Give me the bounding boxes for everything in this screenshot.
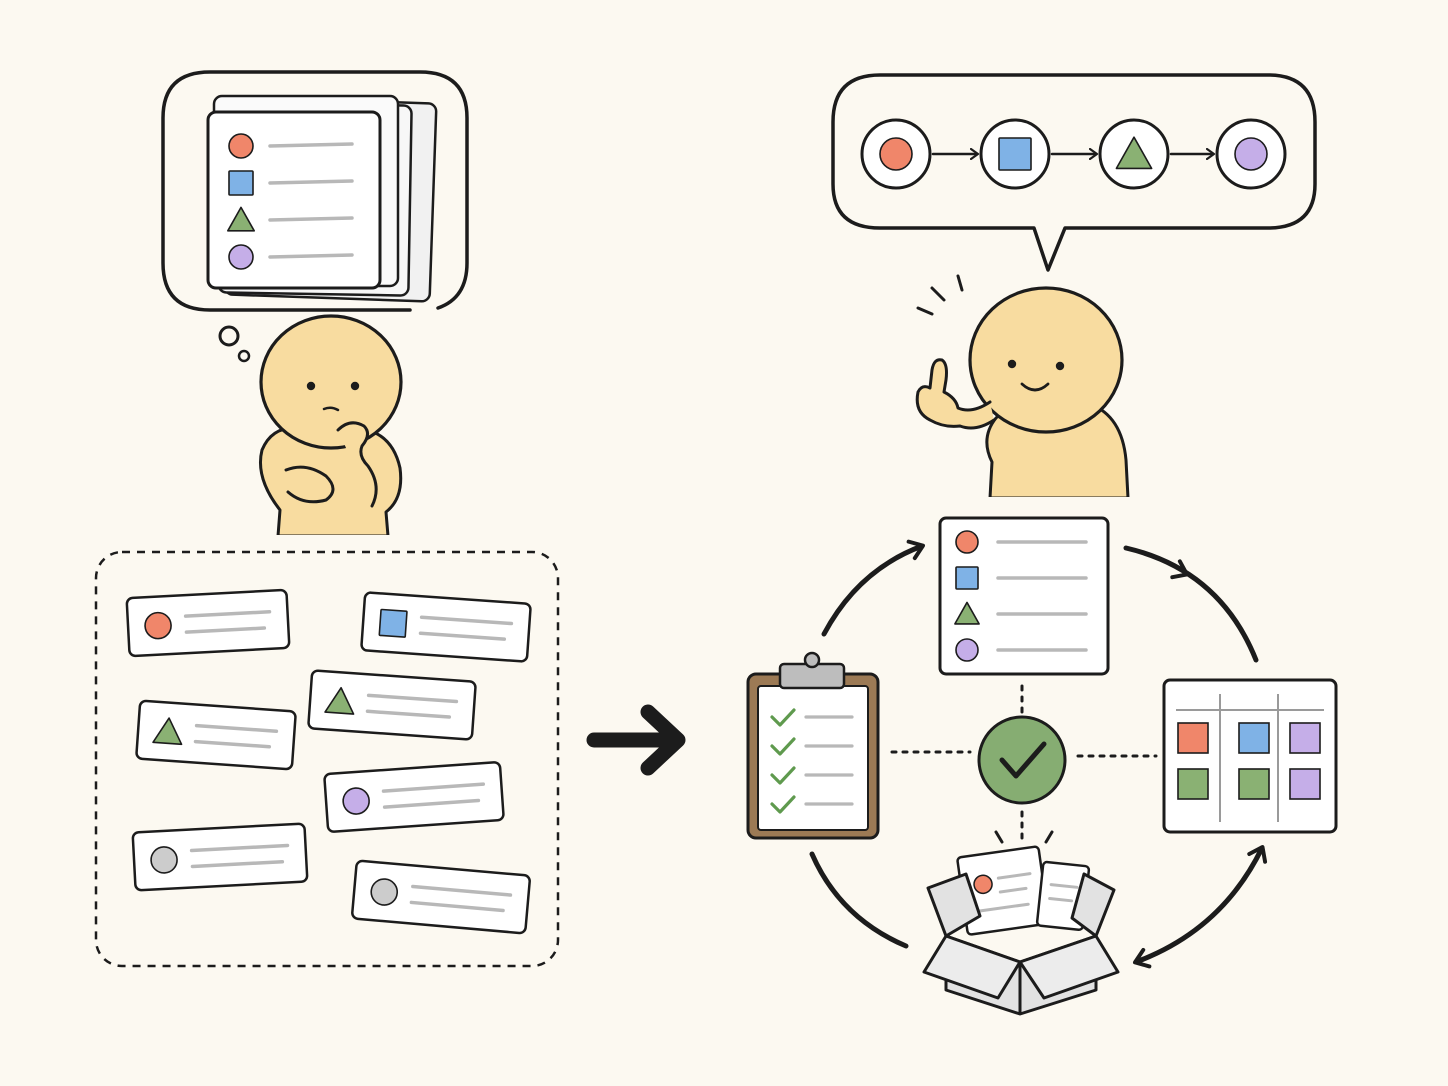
list-triangle-icon (954, 601, 980, 625)
text-line-placeholder (184, 626, 267, 634)
text-line-placeholder (190, 859, 285, 869)
open-box-icon (922, 830, 1120, 1016)
text-line-placeholder (382, 798, 481, 809)
arrow-right-icon (586, 704, 686, 776)
board-tile (1238, 722, 1270, 754)
text-line-placeholder (268, 216, 354, 222)
speech-bubble (831, 73, 1317, 272)
circle-icon (342, 787, 370, 815)
circle-icon (370, 878, 399, 906)
shape-sequence (860, 118, 1287, 190)
scattered-card (323, 761, 505, 833)
text-line-placeholder (268, 142, 354, 148)
scattered-card (360, 591, 532, 663)
check-circle-icon (977, 715, 1067, 805)
sequence-circle-icon (1234, 137, 1268, 171)
scattered-card (351, 859, 531, 935)
text-line-placeholder (366, 693, 459, 704)
square-icon (378, 608, 408, 638)
text-line-placeholder (381, 782, 486, 793)
scattered-card (125, 588, 291, 658)
scattered-card (307, 669, 477, 741)
dotted-connectors (890, 684, 1158, 842)
sequence-triangle-icon (1115, 136, 1153, 170)
kanban-board-icon (1162, 678, 1338, 834)
row-circle-icon (228, 244, 254, 270)
checkmark-icon (770, 737, 796, 756)
text-line-placeholder (365, 709, 452, 719)
row-square-icon (228, 170, 254, 196)
checkmark-icon (770, 766, 796, 785)
board-tile (1238, 768, 1270, 800)
row-triangle-icon (227, 206, 255, 232)
text-line-placeholder (268, 179, 354, 185)
list-circle-icon (955, 530, 979, 554)
row-circle-icon (228, 133, 254, 159)
circle-icon (150, 846, 178, 874)
text-line-placeholder (194, 723, 279, 733)
triangle-icon (324, 686, 355, 715)
document-rows (227, 133, 354, 270)
text-line-placeholder (419, 615, 514, 626)
sequence-circle-icon (879, 137, 913, 171)
board-tile (1289, 722, 1321, 754)
text-line-placeholder (418, 631, 507, 641)
scattered-card (131, 822, 309, 892)
text-line-placeholder (411, 884, 513, 897)
board-tile (1177, 722, 1209, 754)
circle-icon (144, 611, 172, 640)
checkmark-icon (770, 795, 796, 814)
list-circle-icon (955, 638, 979, 662)
text-line-placeholder (189, 843, 290, 853)
list-card-rows (954, 530, 1088, 662)
board-tiles (1177, 722, 1321, 800)
idea-spark-lines (916, 274, 964, 316)
text-line-placeholder (193, 739, 272, 749)
cycle-arrows (809, 539, 1268, 969)
sequence-square-icon (998, 137, 1032, 171)
triangle-icon (152, 717, 183, 746)
text-line-placeholder (268, 253, 354, 259)
checkmark-icon (770, 708, 796, 727)
idea-person (915, 274, 1134, 501)
scattered-card (135, 699, 297, 771)
thinking-person (258, 314, 403, 539)
list-card (938, 516, 1110, 676)
board-tile (1289, 768, 1321, 800)
text-line-placeholder (409, 900, 505, 913)
checklist-items (770, 708, 854, 814)
text-line-placeholder (183, 610, 272, 618)
scattered-area (94, 550, 560, 968)
document-stack (206, 94, 438, 303)
scattered-cards (125, 588, 532, 935)
clipboard-checklist-icon (746, 651, 880, 840)
list-square-icon (955, 566, 979, 590)
board-tile (1177, 768, 1209, 800)
